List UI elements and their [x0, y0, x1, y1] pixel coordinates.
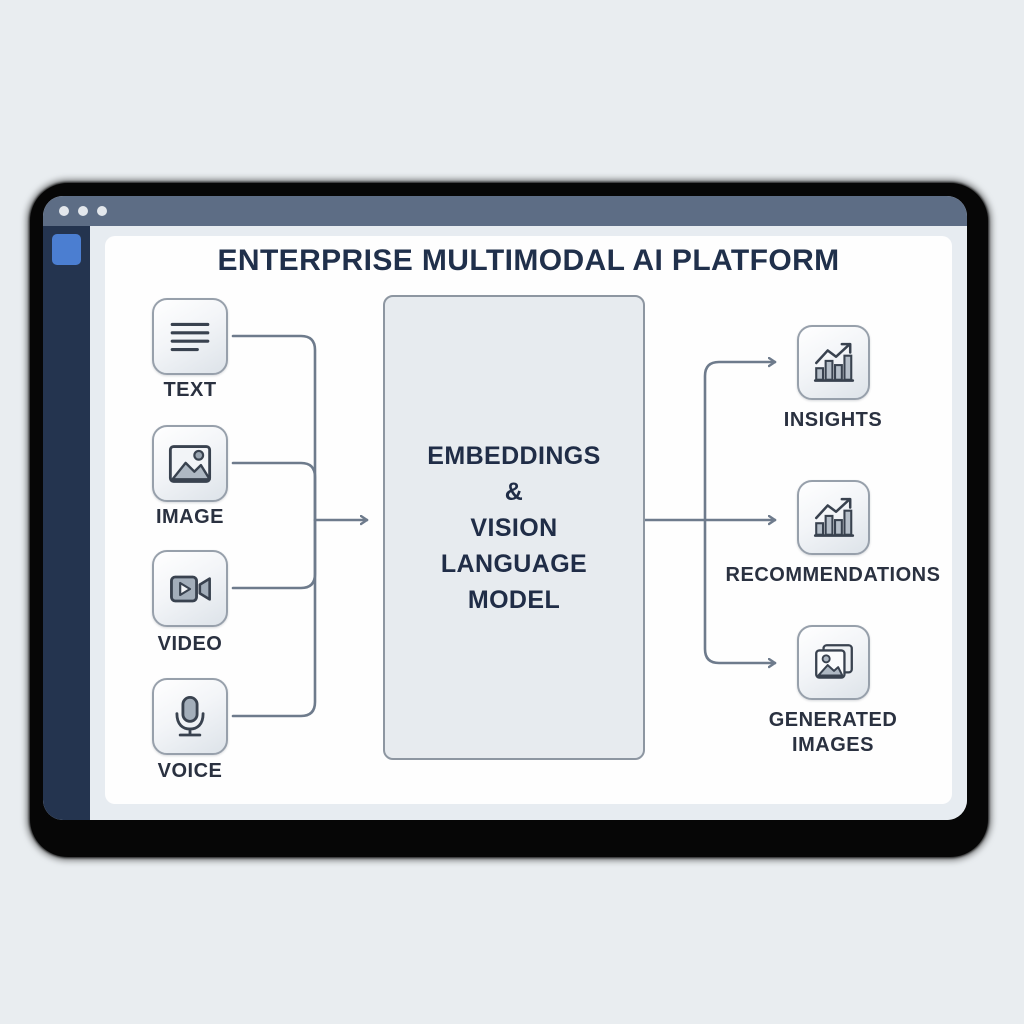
output-label-recommendations: RECOMMENDATIONS: [725, 564, 941, 586]
connector-lines: [231, 334, 777, 718]
window-body: ENTERPRISE MULTIMODAL AI PLATFORM: [43, 226, 967, 820]
page-title: ENTERPRISE MULTIMODAL AI PLATFORM: [217, 244, 840, 277]
app-window: ENTERPRISE MULTIMODAL AI PLATFORM: [43, 196, 967, 820]
input-tile-image: [152, 425, 228, 502]
output-tile-generated-images: [797, 625, 870, 700]
input-label-text: TEXT: [163, 379, 217, 401]
input-label-voice: VOICE: [157, 760, 223, 782]
video-camera-icon: [170, 575, 211, 602]
output-tile-recommendations: [797, 480, 870, 555]
input-tile-voice: [152, 678, 228, 755]
window-control-dot[interactable]: [78, 206, 88, 216]
model-box-label: EMBEDDINGS & VISION LANGUAGE MODEL: [427, 441, 601, 614]
chart-growth-icon: [813, 497, 854, 537]
chart-growth-icon: [813, 342, 854, 382]
output-tile-insights: [797, 325, 870, 400]
sidebar-app-icon[interactable]: [52, 234, 81, 265]
output-label-insights: INSIGHTS: [783, 409, 883, 431]
input-label-image: IMAGE: [155, 506, 225, 528]
tablet-bezel: ENTERPRISE MULTIMODAL AI PLATFORM: [30, 183, 988, 857]
window-control-dot[interactable]: [59, 206, 69, 216]
window-control-dot[interactable]: [97, 206, 107, 216]
main-area: ENTERPRISE MULTIMODAL AI PLATFORM: [90, 226, 967, 820]
stacked-images-icon: [814, 643, 853, 679]
diagram-panel: ENTERPRISE MULTIMODAL AI PLATFORM: [105, 236, 952, 804]
window-titlebar: [43, 196, 967, 226]
microphone-icon: [175, 695, 205, 736]
image-icon: [168, 444, 212, 483]
output-label-generated-images: GENERATED IMAGES: [768, 709, 898, 756]
input-label-video: VIDEO: [157, 633, 223, 655]
input-tile-video: [152, 550, 228, 627]
input-tile-text: [152, 298, 228, 375]
model-box: EMBEDDINGS & VISION LANGUAGE MODEL: [383, 295, 645, 760]
sidebar: [43, 226, 90, 820]
text-lines-icon: [170, 322, 210, 351]
